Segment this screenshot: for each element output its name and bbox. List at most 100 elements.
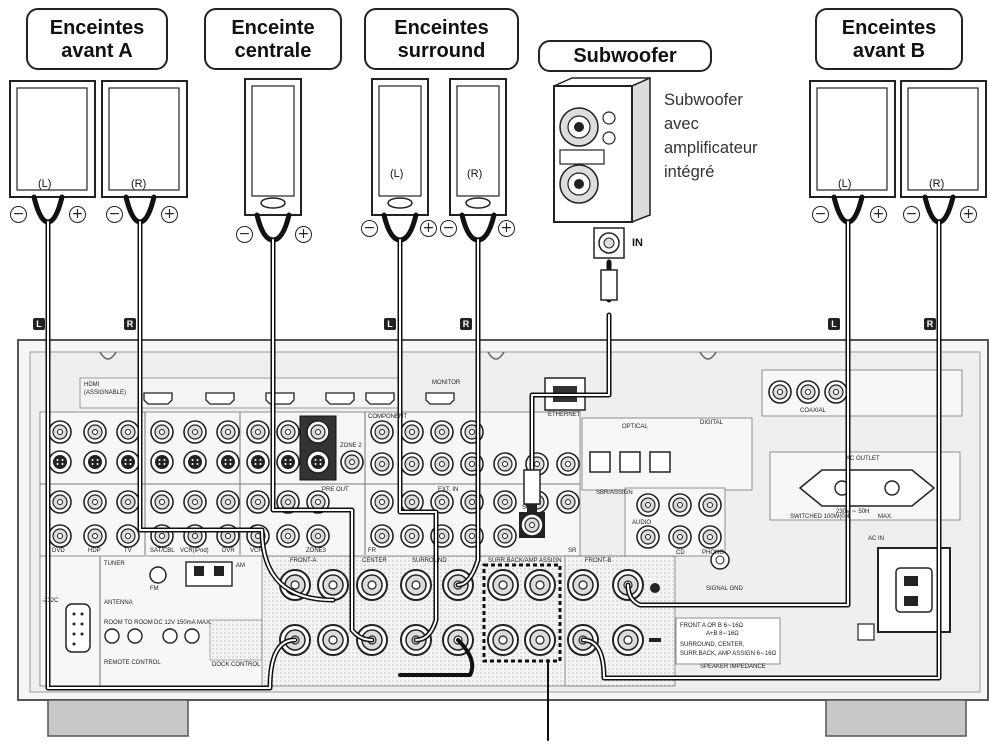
front-a-left-minus: −	[10, 206, 27, 223]
antenna-label: ANTENNA	[104, 600, 133, 606]
rs232c-label: -232C	[42, 598, 58, 604]
front-a-right-channel: (R)	[131, 178, 146, 190]
surround-left-speaker	[372, 79, 428, 215]
ac-outlet-label: AC OUTLET	[846, 456, 880, 462]
surround-right-plus: +	[498, 220, 515, 237]
front-a-label-line2: avant A	[28, 40, 166, 63]
front-a-right-plus: +	[161, 206, 178, 223]
ac-switched-label: SWITCHED 100W(0.4	[790, 514, 850, 520]
component-label: COMPONENT	[368, 414, 407, 420]
cable-marker-front-a-right: R	[124, 318, 136, 330]
surround-label: Enceintes surround	[364, 8, 519, 70]
subwoofer-label-text: Subwoofer	[540, 45, 710, 68]
vcr-label: VCR	[250, 548, 263, 554]
center-speaker	[245, 79, 301, 215]
sub-rca-plug-bottom	[524, 470, 540, 504]
fr-label: FR	[368, 548, 376, 554]
surround-left-plus: +	[420, 220, 437, 237]
impedance-surrback-label: SURR.BACK, AMP ASSIGN 6∼16Ω	[680, 650, 776, 657]
ac-in-label: AC IN	[868, 536, 884, 542]
cable-marker-surround-right: R	[460, 318, 472, 330]
optical-label: OPTICAL	[622, 424, 648, 430]
receiver-foot-left	[48, 700, 188, 736]
front-b-right-plus: +	[960, 206, 977, 223]
impedance-surround-label: SURROUND, CENTER,	[680, 642, 744, 648]
zone2-label: ZONE 2	[340, 443, 362, 449]
front-b-label: Enceintes avant B	[815, 8, 963, 70]
front-b-left-speaker	[810, 81, 895, 197]
coaxial-inputs	[762, 370, 962, 416]
subwoofer-desc-line4: intégré	[664, 160, 794, 184]
digital-label: DIGITAL	[700, 420, 723, 426]
hdmi-label: HDMI	[84, 382, 99, 388]
ext-in-label: EXT. IN	[438, 487, 458, 493]
front-a-left-plus: +	[69, 206, 86, 223]
surr-back-panel-label: SURR.BACK/AMP ASSIGN	[488, 558, 562, 564]
sw-label: SW	[522, 505, 532, 511]
cd-label: CD	[676, 550, 685, 556]
front-a-label: Enceintes avant A	[26, 8, 168, 70]
surround-right-speaker	[450, 79, 506, 215]
subwoofer-description: Subwoofer avec amplificateur intégré	[664, 88, 794, 184]
subwoofer-desc-line3: amplificateur	[664, 136, 794, 160]
front-b-right-minus: −	[903, 206, 920, 223]
front-a-label-line1: Enceintes	[28, 17, 166, 40]
front-b-right-channel: (R)	[929, 178, 944, 190]
surround-right-channel: (R)	[467, 168, 482, 180]
cable-marker-front-b-left: L	[828, 318, 840, 330]
pre-out-label: PRE OUT	[322, 487, 349, 493]
audio-label: AUDIO	[632, 520, 651, 526]
impedance-title-label: SPEAKER IMPEDANCE	[700, 664, 766, 670]
subwoofer-desc-line2: avec	[664, 112, 794, 136]
subwoofer-label: Subwoofer	[538, 40, 712, 72]
tuner-label: TUNER	[104, 561, 125, 567]
monitor-label: MONITOR	[432, 380, 460, 386]
am-label: AM	[236, 563, 245, 569]
subwoofer-desc-line1: Subwoofer	[664, 88, 794, 112]
center-label-line2: centrale	[206, 40, 340, 63]
phono-label: PHONO	[702, 550, 724, 556]
receiver-foot-right	[826, 700, 966, 736]
surround-label-line2: surround	[366, 40, 517, 63]
subwoofer-in-label: IN	[632, 237, 643, 249]
front-b-panel-label: FRONT-B	[585, 558, 611, 564]
front-b-label-line1: Enceintes	[817, 17, 961, 40]
dvd-label: DVD	[52, 548, 65, 554]
front-a-left-channel: (L)	[38, 178, 51, 190]
subwoofer-speaker	[554, 78, 650, 222]
sbr-assign-label: SBR/ASSIGN	[596, 490, 633, 496]
impedance-front-label: FRONT A OR B 6∼16Ω	[680, 622, 743, 629]
ethernet-label: ETHERNET	[548, 412, 580, 418]
surround-left-minus: −	[361, 220, 378, 237]
cable-marker-front-a-left: L	[33, 318, 45, 330]
center-plus: +	[295, 226, 312, 243]
front-b-label-line2: avant B	[817, 40, 961, 63]
dvr-label: DVR	[222, 548, 235, 554]
surround-panel-label: SURROUND	[412, 558, 447, 564]
center-minus: −	[236, 226, 253, 243]
room-to-room-label: ROOM TO ROOM	[104, 620, 153, 626]
sr-label: SR	[568, 548, 576, 554]
coaxial-label: COAXIAL	[800, 408, 826, 414]
surround-right-minus: −	[440, 220, 457, 237]
center-label: Enceinte centrale	[204, 8, 342, 70]
sub-rca-plug-top	[601, 270, 617, 300]
optical-inputs	[582, 418, 752, 490]
vcr-ipod-label: VCR(iPod)	[180, 548, 209, 554]
front-b-left-channel: (L)	[838, 178, 851, 190]
surround-label-line1: Enceintes	[366, 17, 517, 40]
sat-cbl-label: SAT/CBL	[150, 548, 175, 554]
cable-marker-front-b-right: R	[924, 318, 936, 330]
front-a-left-speaker	[10, 81, 95, 197]
center-panel-label: CENTER	[362, 558, 387, 564]
hdmi-assign-label: (ASSIGNABLE)	[84, 390, 126, 396]
signal-gnd-label: SIGNAL GND	[706, 586, 743, 592]
impedance-ab-label: A+B 8∼16Ω	[706, 630, 739, 637]
front-b-left-plus: +	[870, 206, 887, 223]
front-a-panel-label: FRONT-A	[290, 558, 316, 564]
tv-label: TV	[124, 548, 132, 554]
surround-left-channel: (L)	[390, 168, 403, 180]
subwoofer-input-jack	[594, 228, 624, 258]
hdp-label: HDP	[88, 548, 101, 554]
